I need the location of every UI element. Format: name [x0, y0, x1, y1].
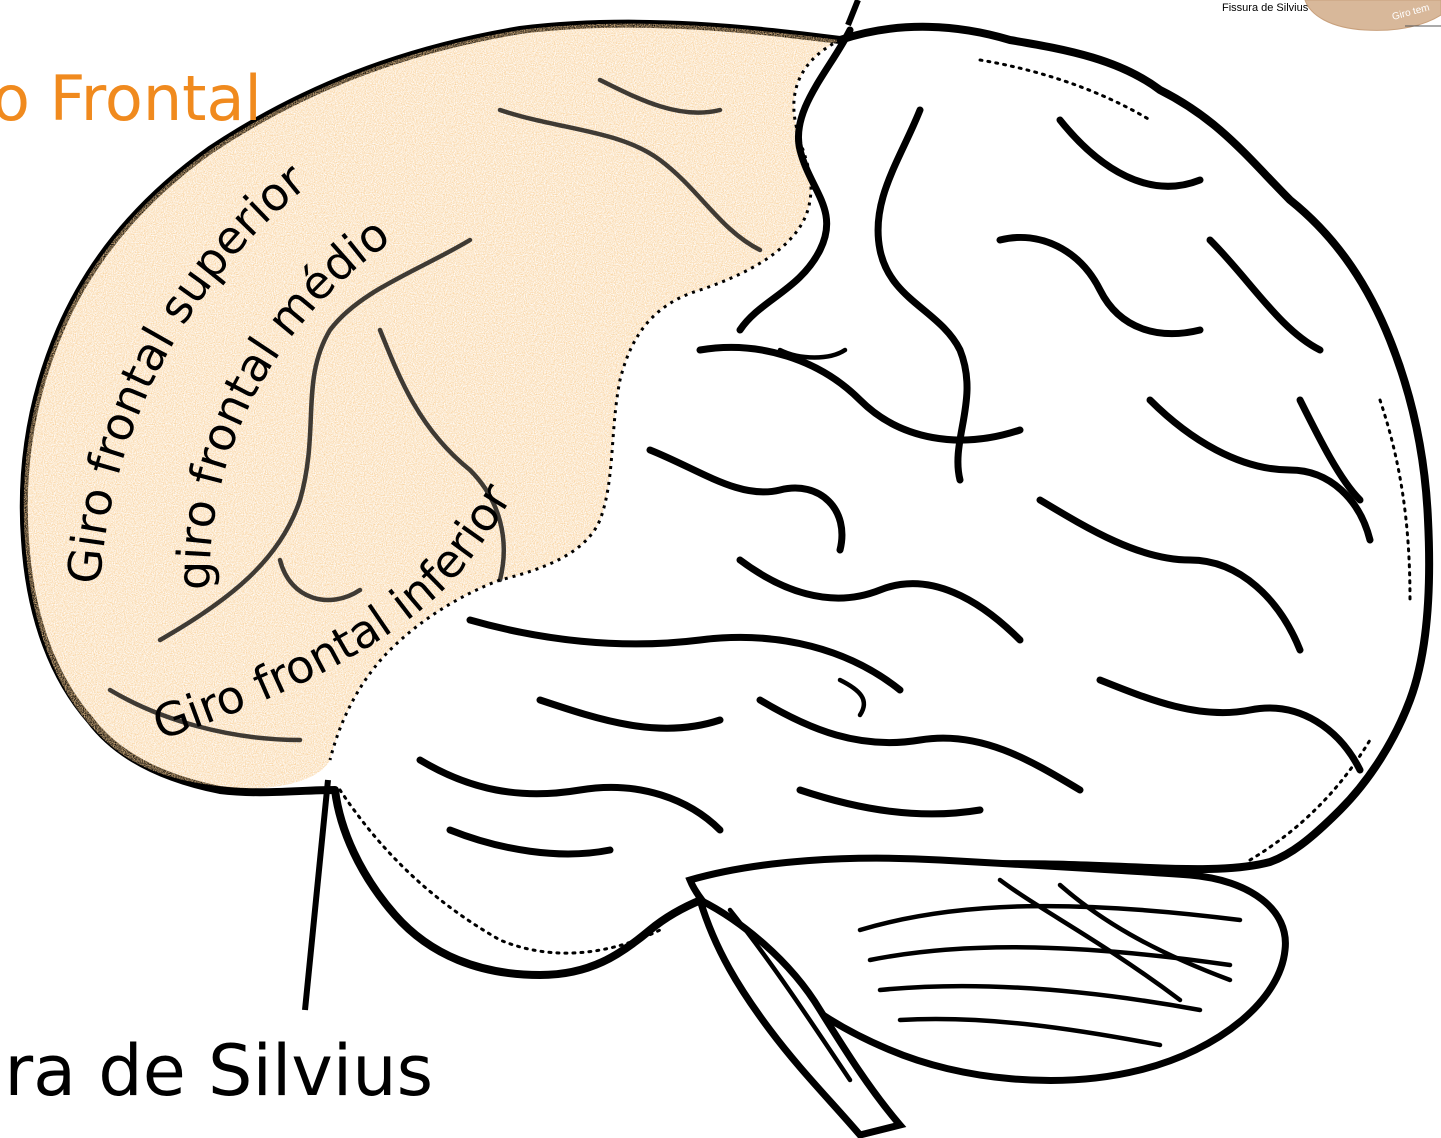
- inset-thumbnail: Fissura de Silvius Giro tem: [1222, 0, 1441, 30]
- central-pointer-line: [848, 0, 858, 25]
- fissure-pointer-line: [305, 780, 328, 1010]
- sylvian-fissure-label: ura de Silvius: [0, 1030, 433, 1112]
- frontal-lobe-label: o Frontal: [0, 62, 262, 135]
- inset-fissure-label: Fissura de Silvius: [1222, 2, 1309, 14]
